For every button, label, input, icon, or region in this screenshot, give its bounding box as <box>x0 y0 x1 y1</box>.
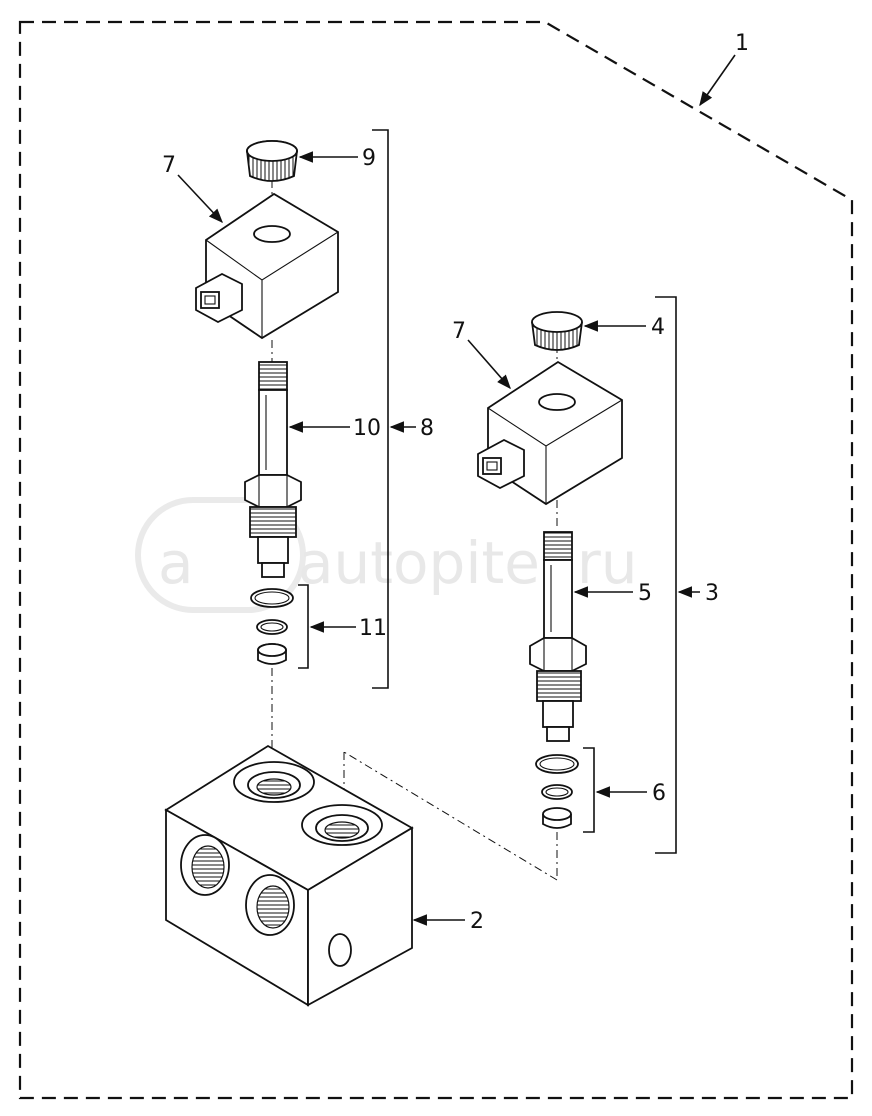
bracket-3 <box>655 296 677 854</box>
callout-2: 2 <box>470 909 484 934</box>
bracket-11 <box>298 584 309 669</box>
callout-10: 10 <box>353 416 381 441</box>
watermark-text: autopiter.ru <box>298 529 637 597</box>
part-4-knurled-nut <box>531 311 583 351</box>
callout-4: 4 <box>651 315 665 340</box>
bracket-6 <box>583 747 595 833</box>
part-2-manifold-block <box>164 744 414 1007</box>
part-9-knurled-nut <box>246 140 298 182</box>
callout-8: 8 <box>420 416 434 441</box>
callout-1: 1 <box>735 31 749 56</box>
callout-5: 5 <box>638 581 652 606</box>
part-10-valve-cartridge <box>244 361 302 578</box>
callout-leaders <box>177 54 736 926</box>
watermark-logo-badge <box>135 497 306 613</box>
callout-11: 11 <box>359 616 387 641</box>
callout-6: 6 <box>652 781 666 806</box>
callout-7-right: 7 <box>452 319 466 344</box>
part-6-seal-kit-right <box>535 754 579 829</box>
part-5-valve-cartridge <box>529 531 587 742</box>
part-11-seal-kit-left <box>250 588 294 665</box>
part-7-solenoid-coil-right <box>477 360 623 506</box>
watermark: a autopiter.ru <box>135 497 637 613</box>
callout-7-left: 7 <box>162 153 176 178</box>
part-7-solenoid-coil-left <box>195 192 339 340</box>
bracket-8 <box>372 129 389 689</box>
callout-3: 3 <box>705 581 719 606</box>
watermark-logo-letter: a <box>158 529 194 597</box>
kit-boundary <box>18 20 854 1100</box>
callout-9: 9 <box>362 146 376 171</box>
